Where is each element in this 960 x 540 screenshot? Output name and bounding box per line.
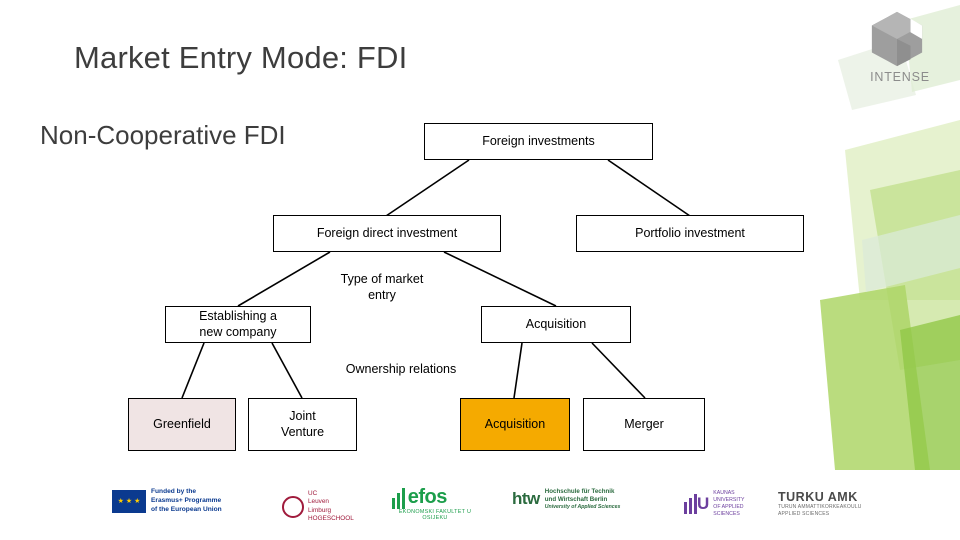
- uc-text: UC Leuven Limburg HOGESCHOOL: [308, 490, 354, 523]
- eu-stars-icon: ★ ★ ★: [117, 498, 141, 506]
- page-subtitle: Non-Cooperative FDI: [40, 120, 286, 150]
- uc-line4: HOGESCHOOL: [308, 514, 354, 522]
- iu-bars-icon: [684, 494, 697, 515]
- uc-circle-icon: [282, 495, 304, 518]
- logo-erasmus-eu: ★ ★ ★ Funded by the Erasmus+ Programme o…: [112, 488, 222, 515]
- turku-line1: TURUN AMMATTIKORKEAKOULU: [778, 504, 862, 510]
- node-label: Acquisition: [525, 316, 587, 331]
- node-greenfield[interactable]: Greenfield: [128, 398, 236, 451]
- htw-wordmark: htw: [512, 489, 540, 509]
- label-ownership-relations: Ownership relations: [345, 362, 457, 376]
- uc-line1: UC: [308, 490, 318, 497]
- efos-wordmark: efos: [407, 486, 448, 508]
- intense-logo-text: INTENSE: [870, 70, 930, 84]
- iu-line1: KAUNAS: [713, 490, 735, 496]
- iu-wordmark: U: [697, 494, 710, 514]
- node-label: Portfolio investment: [635, 225, 745, 240]
- logo-uc-leuven-limburg: UC Leuven Limburg HOGESCHOOL: [282, 490, 354, 523]
- turku-line2: APPLIED SCIENCES: [778, 510, 830, 517]
- turku-subtitle: TURUN AMMATTIKORKEAKOULU APPLIED SCIENCE…: [778, 504, 862, 517]
- logo-efos-osijek: efos EKONOMSKI FAKULTET U OSIJEKU: [392, 486, 478, 521]
- node-label: Foreign direct investment: [316, 225, 458, 240]
- erasmus-text: Funded by the Erasmus+ Programme of the …: [151, 488, 222, 515]
- erasmus-line1: Funded by the: [151, 488, 197, 495]
- logo-htw-berlin: htw Hochschule für Technik und Wirtschaf…: [512, 488, 620, 511]
- node-acquisition-level3[interactable]: Acquisition: [460, 398, 570, 451]
- node-portfolio-investment[interactable]: Portfolio investment: [576, 215, 804, 252]
- node-foreign-direct-investment[interactable]: Foreign direct investment: [273, 215, 501, 252]
- htw-line1: Hochschule für Technik: [544, 488, 615, 495]
- footer-logo-strip: ★ ★ ★ Funded by the Erasmus+ Programme o…: [0, 478, 960, 534]
- uc-line2: Leuven: [308, 498, 329, 506]
- intense-logo: INTENSE: [850, 8, 950, 88]
- logo-iu-university: U KAUNAS UNIVERSITY OF APPLIED SCIENCES: [684, 490, 744, 518]
- htw-text: Hochschule für Technik und Wirtschaft Be…: [545, 488, 621, 511]
- erasmus-line3: of the European Union: [151, 505, 222, 513]
- erasmus-line2: Erasmus+ Programme: [151, 496, 222, 504]
- iu-line3: OF APPLIED: [713, 504, 744, 511]
- page-title: Market Entry Mode: FDI: [74, 40, 408, 75]
- iu-text: KAUNAS UNIVERSITY OF APPLIED SCIENCES: [713, 490, 744, 518]
- logo-turku-amk: TURKU AMK TURUN AMMATTIKORKEAKOULU APPLI…: [778, 490, 862, 517]
- node-acquisition-level2[interactable]: Acquisition: [481, 306, 631, 343]
- intense-hexagon-icon: [871, 11, 923, 67]
- uc-line3: Limburg: [308, 506, 332, 514]
- node-foreign-investments[interactable]: Foreign investments: [424, 123, 653, 160]
- turku-wordmark: TURKU AMK: [778, 490, 858, 504]
- efos-subtitle: EKONOMSKI FAKULTET U OSIJEKU: [398, 509, 472, 521]
- node-label: Greenfield: [153, 416, 211, 431]
- eu-flag-icon: ★ ★ ★: [112, 489, 146, 513]
- node-label: Acquisition: [484, 416, 546, 431]
- iu-line4: SCIENCES: [713, 511, 740, 518]
- htw-line2: und Wirtschaft Berlin: [544, 496, 608, 504]
- node-merger[interactable]: Merger: [583, 398, 705, 451]
- efos-bars-icon: [392, 488, 405, 509]
- htw-subtitle: University of Applied Sciences: [544, 504, 621, 511]
- node-label: Foreign investments: [482, 133, 595, 148]
- iu-line2: UNIVERSITY: [713, 497, 745, 504]
- node-label: Merger: [624, 416, 664, 431]
